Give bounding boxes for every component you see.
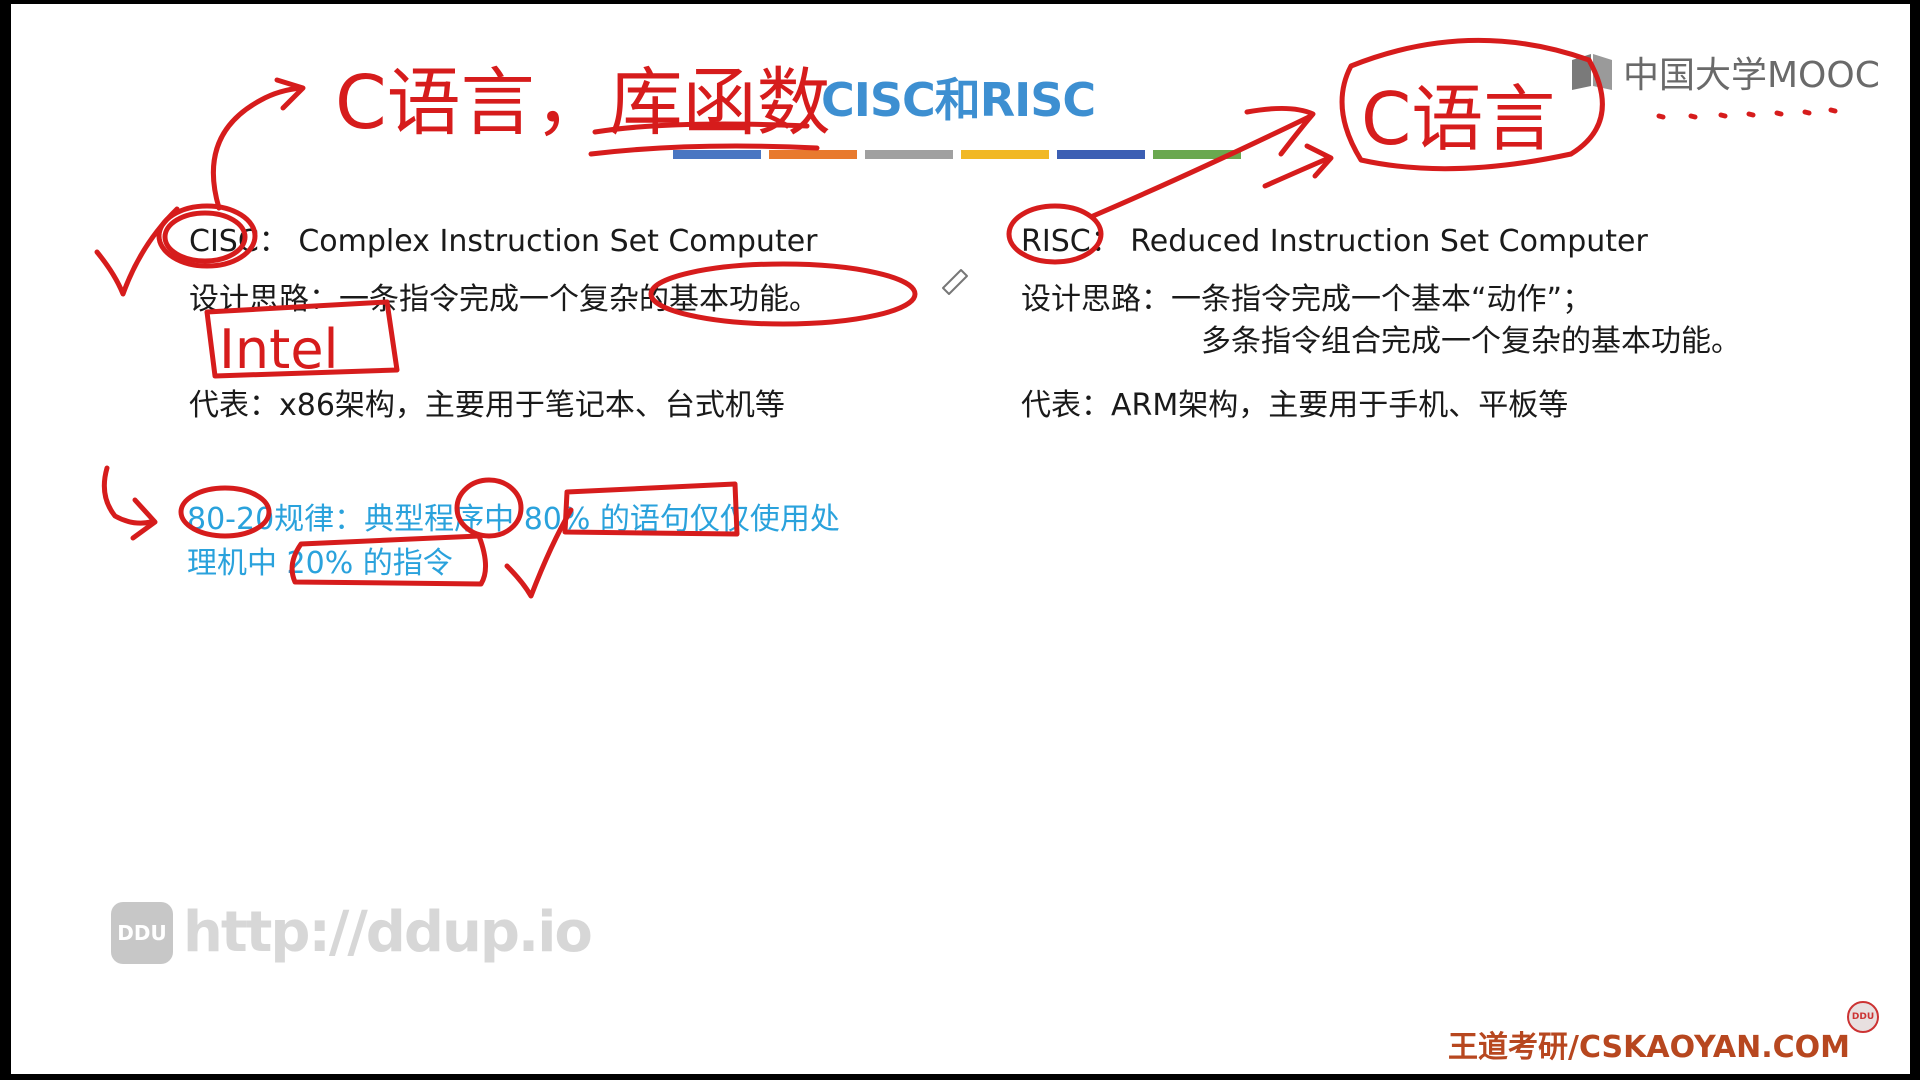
risc-representative: 代表：ARM架构，主要用于手机、平板等 [1021, 388, 1569, 423]
dotted-trail [1656, 107, 1838, 120]
rule-line-2: 理机中 20% 的指令 [187, 546, 453, 581]
title-underline-segment [1153, 150, 1241, 159]
cisc-full-name: Complex Instruction Set Computer [298, 224, 818, 259]
watermark-url: http://ddup.io [183, 900, 593, 965]
slide-title: CISC和RISC [821, 73, 1096, 127]
risc-full-name: Reduced Instruction Set Computer [1130, 224, 1648, 259]
risc-label: RISC： [1021, 224, 1121, 259]
risc-design-line-1: 设计思路：一条指令完成一个基本“动作”； [1021, 282, 1593, 317]
note-top-left: C语言，库函数 [335, 60, 831, 146]
note-top-right: C语言 [1361, 77, 1555, 161]
slide-canvas: CISC和RISC 中国大学MOOC CISC： Complex Instruc… [11, 4, 1910, 1074]
title-underline-segment [865, 150, 953, 159]
circle-right-note [1339, 37, 1605, 172]
arrow-risc-to-note [1090, 113, 1314, 219]
title-underline-segment [1057, 150, 1145, 159]
ddup-watermark: DDU http://ddup.io [111, 900, 593, 965]
note-underline [592, 121, 810, 135]
cisc-representative: 代表：x86架构，主要用于笔记本、台式机等 [189, 388, 785, 423]
title-underline-segment [961, 150, 1049, 159]
ddu-logo: DDU [111, 901, 173, 964]
rule-line-1: 80-20规律：典型程序中 80% 的语句仅仅使用处 [187, 502, 840, 537]
risc-heading: RISC： Reduced Instruction Set Computer [1021, 216, 1648, 260]
arrow-head-risc [1244, 105, 1316, 157]
title-underline-segment [769, 150, 857, 159]
title-underline-segment [673, 150, 761, 159]
cisc-design: 设计思路：一条指令完成一个复杂的基本功能。 [189, 282, 819, 317]
corner-badge: DDU [1847, 1001, 1879, 1033]
pencil-cursor-icon [942, 269, 968, 295]
risc-design-line-2: 多条指令组合完成一个复杂的基本功能。 [1201, 324, 1741, 359]
arrow-head [274, 77, 306, 111]
arrow-head-risc-2 [1304, 143, 1334, 179]
cisc-label: CISC： [189, 224, 289, 259]
brand-label: 中国大学MOOC [1623, 55, 1880, 96]
footer-credit: 王道考研/CSKAOYAN.COM [1448, 1030, 1850, 1065]
check-mark-cisc [94, 206, 180, 297]
arrow-rule [101, 465, 154, 526]
note-intel: Intel [219, 318, 339, 381]
arrow-tail-risc [1262, 155, 1332, 189]
cisc-heading: CISC： Complex Instruction Set Computer [189, 216, 818, 260]
book-icon [1572, 54, 1612, 90]
mooc-brand: 中国大学MOOC [1569, 46, 1880, 98]
arrow-head-rule [130, 497, 158, 541]
arrow-cisc-to-note [210, 85, 304, 211]
